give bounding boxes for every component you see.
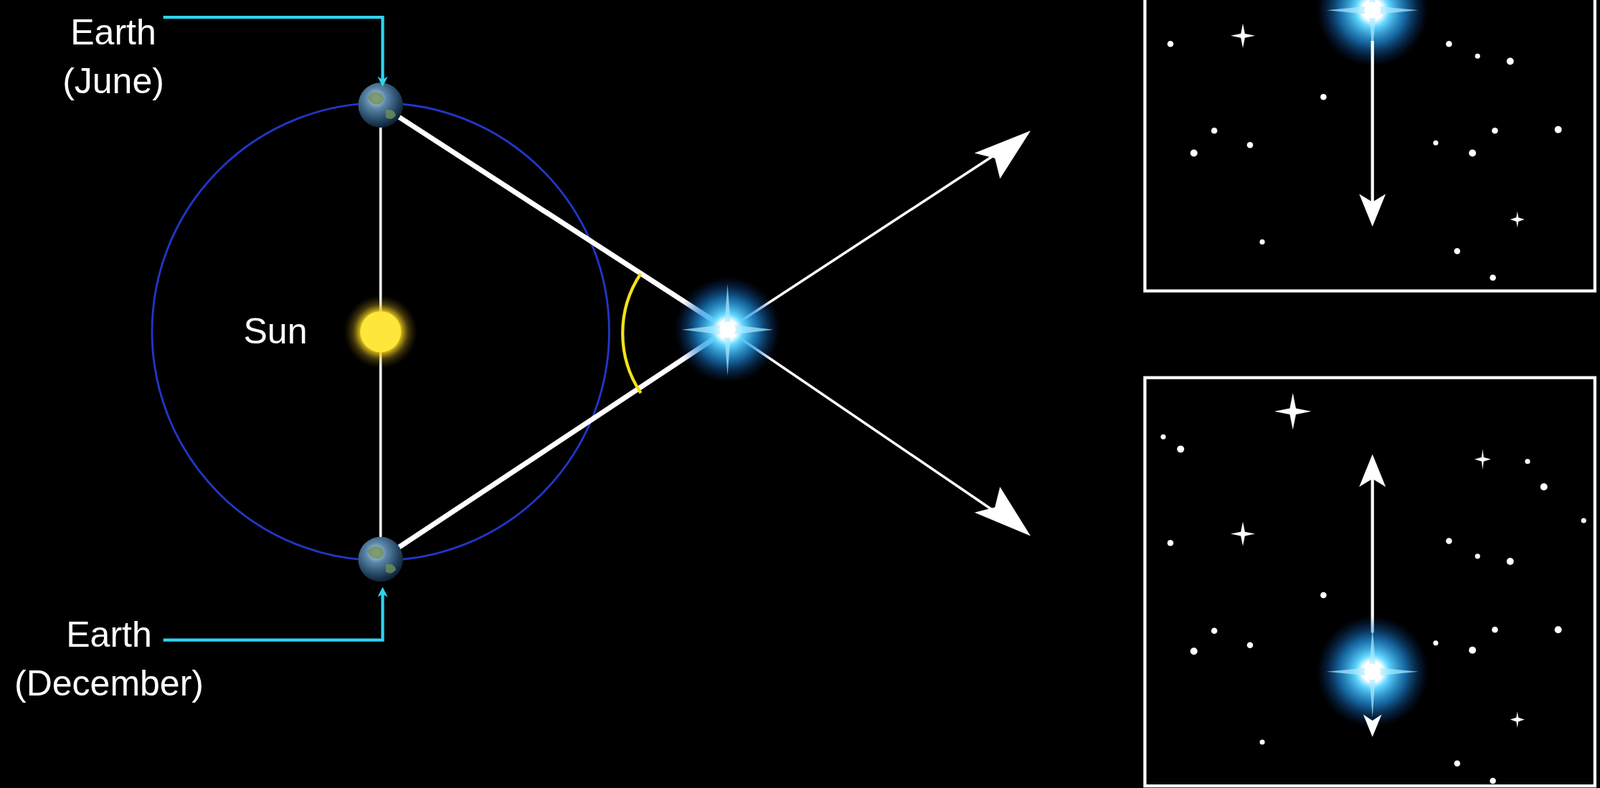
earth-december-label: Earth (December) xyxy=(8,610,210,708)
sun-label: Sun xyxy=(203,306,348,356)
earth-june-label: Earth (June) xyxy=(38,7,189,106)
